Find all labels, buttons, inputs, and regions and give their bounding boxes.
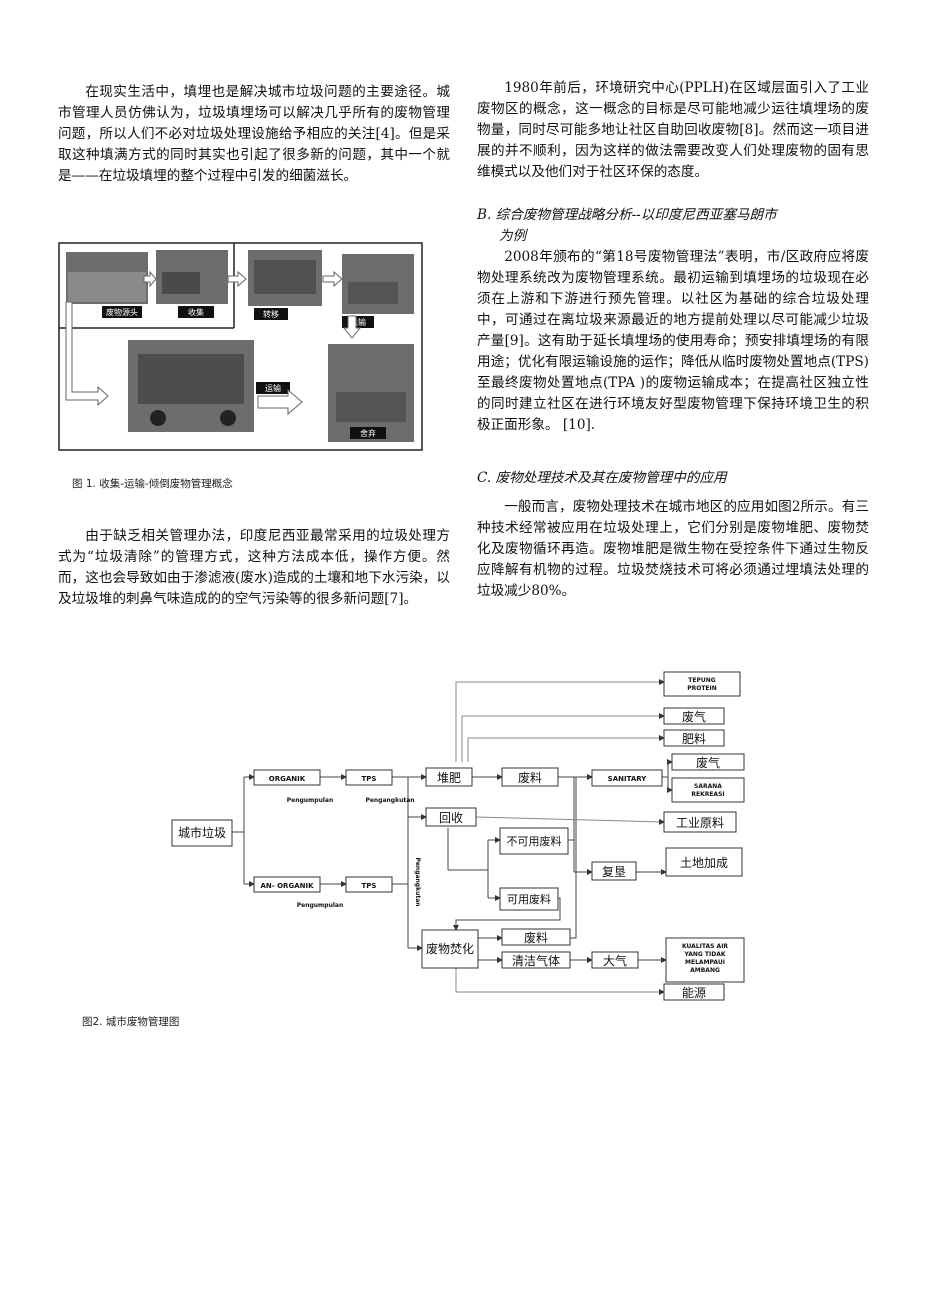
fig2-node-tps1: TPS [362,775,377,783]
fig2-node-unusable: 不可用废料 [507,834,562,848]
fig2-node-recycle: 回收 [439,811,463,825]
flow-arrows [65,270,362,416]
fig2-node-usable: 可用废料 [507,892,551,906]
fig2-out-gas2: 废气 [696,755,720,770]
fig2-out-sarana-2: REKREASI [691,791,724,798]
fig2-node-tps2: TPS [362,882,377,890]
fig2-node-incinerate: 废物焚化 [426,941,474,956]
left-column-top: 在现实生活中，填埋也是解决城市垃圾问题的主要途径。城市管理人员仿佛认为，垃圾填埋… [58,82,450,187]
fig2-out-industrial: 工业原料 [676,816,724,830]
paragraph: 由于缺乏相关管理办法，印度尼西亚最常采用的垃圾处理方式为“垃圾清除”的管理方式，… [58,528,450,607]
figure-1-caption: 图 1. 收集-运输-倾倒废物管理概念 [72,478,233,490]
fig2-out-sarana-1: SARANA [694,783,722,790]
fig2-node-clean-gas: 清洁气体 [512,953,560,968]
fig2-edge-pengangkutan-1: Pengangkutan [365,797,414,804]
fig2-node-city-waste: 城市垃圾 [178,825,226,840]
fig2-edge-pengangkutan-2: Pengangkutan [414,857,421,906]
fig1-label-transfer: 转移 [263,309,279,319]
fig1-label-source: 废物源头 [106,307,138,317]
fig2-node-waste2: 废料 [524,930,548,945]
paragraph: 在现实生活中，填埋也是解决城市垃圾问题的主要途径。城市管理人员仿佛认为，垃圾填埋… [58,84,450,184]
fig2-edge-pengumpulan-2: Pengumpulan [297,902,344,909]
fig2-out-gas1: 废气 [682,709,706,724]
fig2-node-anorganik: AN- ORGANIK [260,882,314,890]
fig2-out-kualitas-1: KUALITAS AIR [682,943,728,950]
figure-2-caption: 图2. 城市废物管理图 [82,1016,180,1028]
section-heading-b: B. 综合废物管理战略分析--以印度尼西亚塞马朗市 [477,207,777,223]
fig1-label-collect: 收集 [188,307,204,317]
fig2-out-tepung-1: TEPUNG [688,677,715,684]
left-column-bottom: 由于缺乏相关管理办法，印度尼西亚最常采用的垃圾处理方式为“垃圾清除”的管理方式，… [58,526,450,610]
fig1-label-dispose: 舍弃 [360,428,376,438]
fig2-node-sanitary: SANITARY [608,775,648,783]
fig1-label-transport2: 运输 [265,383,281,393]
fig2-node-compost: 堆肥 [437,771,461,785]
section-heading-c: C. 废物处理技术及其在废物管理中的应用 [477,470,727,486]
figure-2: 城市垃圾 ORGANIK TPS AN- ORGANIK TPS 堆肥 废料 S… [171,671,745,1001]
fig2-node-atmosphere: 大气 [603,953,627,968]
fig1-label-transport1: 运输 [350,317,366,327]
fig2-out-kualitas-3: MELAMPAUI [685,959,725,966]
fig2-out-tepung-2: PROTEIN [687,685,717,692]
figure-1: 废物源头 收集 转移 运输 运输 舍弃 [58,242,424,452]
section-heading-b-cont: 为例 [499,228,527,244]
paragraph: 2008年颁布的“第18号废物管理法”表明，市/区政府应将废物处理系统改为废物管… [477,249,869,433]
paragraph: 1980年前后，环境研究中心(PPLH)在区域层面引入了工业废物区的概念，这一概… [477,80,869,180]
fig2-node-waste1: 废料 [518,770,542,785]
fig2-node-reclaim: 复垦 [602,865,626,879]
fig2-edge-pengumpulan-1: Pengumpulan [287,797,334,804]
right-column: 1980年前后，环境研究中心(PPLH)在区域层面引入了工业废物区的概念，这一概… [477,78,869,602]
fig2-out-energy: 能源 [682,986,706,1000]
fig2-out-fertilizer: 肥料 [682,732,706,746]
paragraph: 一般而言，废物处理技术在城市地区的应用如图2所示。有三种技术经常被应用在垃圾处理… [477,499,869,599]
fig2-out-kualitas-2: YANG TIDAK [683,951,725,958]
fig2-out-land: 土地加成 [680,856,728,870]
fig2-out-kualitas-4: AMBANG [690,967,720,974]
fig2-node-organik: ORGANIK [269,775,306,783]
